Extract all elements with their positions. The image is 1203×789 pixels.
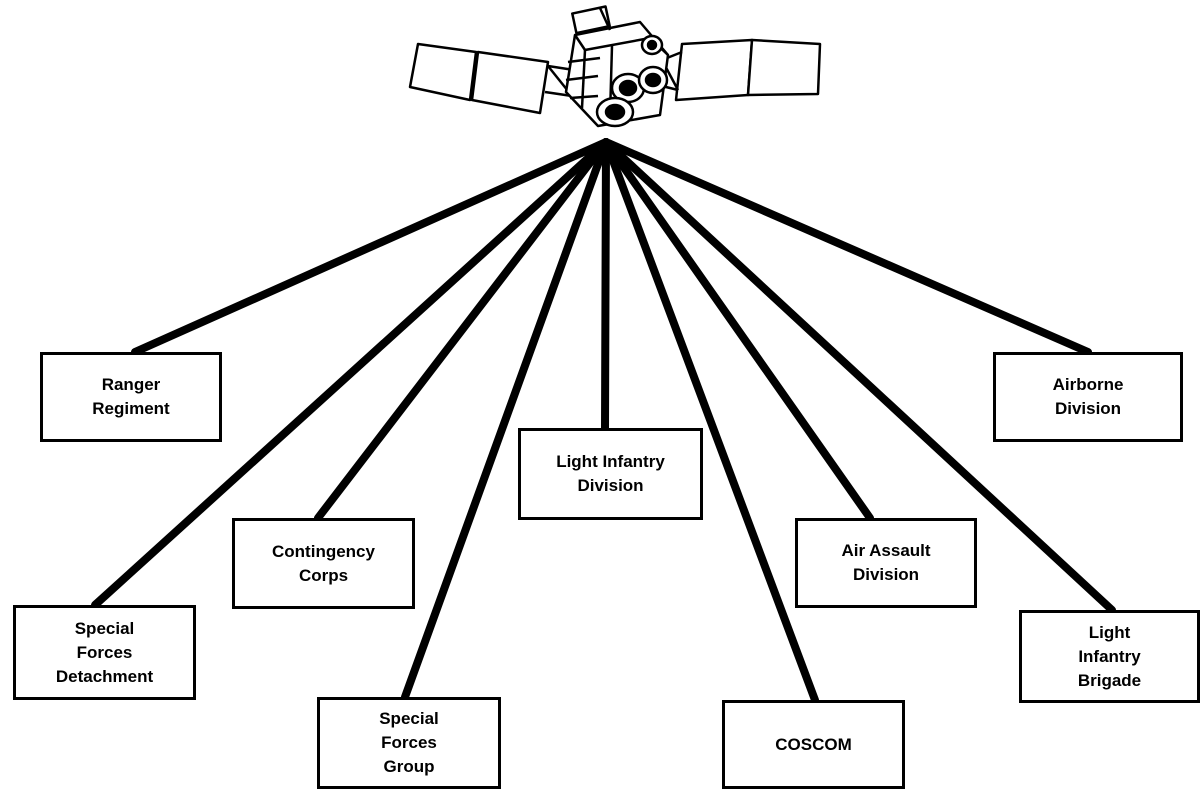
label-line: Special [379, 709, 439, 728]
link-special-forces-group [401, 138, 610, 701]
label-line: Group [383, 757, 435, 776]
label-line: Brigade [1077, 670, 1142, 690]
link-light-infantry-brigade [602, 138, 1116, 614]
label-line: Infantry [1078, 646, 1141, 666]
label-line: Ranger [101, 375, 161, 394]
link-air-assault-division [602, 138, 874, 522]
label-line: Division [577, 476, 644, 495]
box-airborne-division: Airborne Division [993, 352, 1183, 442]
link-airborne-division [602, 138, 1092, 356]
box-contingency-corps: Contingency Corps [232, 518, 415, 609]
box-coscom: COSCOM [722, 700, 905, 789]
label-line: Division [852, 565, 920, 584]
label-line: Regiment [92, 399, 170, 418]
label-line: Forces [76, 642, 133, 662]
box-light-infantry-division: Light Infantry Division [518, 428, 703, 520]
box-air-assault-division: Air Assault Division [795, 518, 977, 608]
link-light-infantry-division [601, 138, 610, 432]
label-line: Airborne [1052, 375, 1124, 394]
link-contingency-corps [314, 138, 610, 522]
box-special-forces-group: Special Forces Group [317, 697, 501, 789]
label-line: Corps [298, 565, 349, 585]
label-line: Air Assault [841, 541, 931, 560]
link-special-forces-detachment [91, 138, 610, 609]
label-line: Contingency [272, 541, 375, 561]
box-light-infantry-brigade: Light Infantry Brigade [1019, 610, 1200, 703]
label-line: Detachment [55, 666, 154, 686]
box-ranger-regiment: Ranger Regiment [40, 352, 222, 442]
label-line: Forces [381, 733, 437, 752]
label-line: COSCOM [775, 734, 852, 754]
box-special-forces-detachment: Special Forces Detachment [13, 605, 196, 700]
link-coscom [602, 138, 819, 704]
label-line: Light Infantry [556, 452, 665, 471]
connection-lines [91, 138, 1116, 704]
satellite-icon [408, 5, 822, 128]
label-line: Division [1054, 399, 1122, 418]
label-line: Light [1088, 622, 1131, 642]
label-line: Special [74, 618, 135, 638]
link-ranger-regiment [131, 138, 610, 356]
